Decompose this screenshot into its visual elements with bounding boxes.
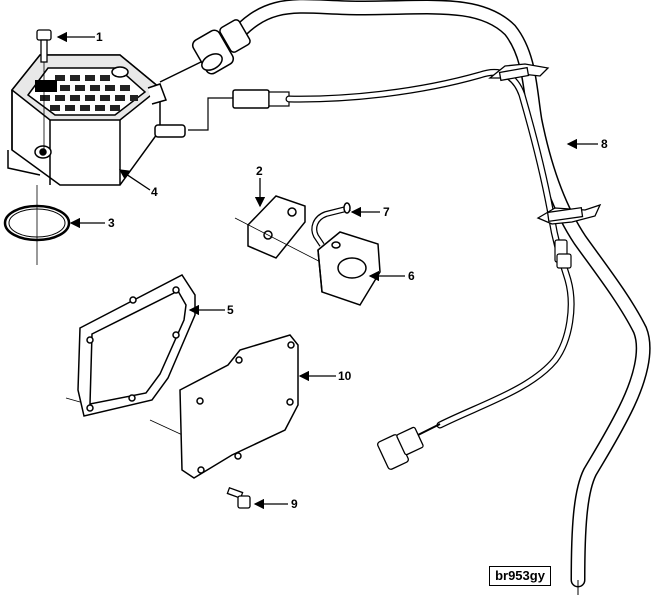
reference-code: br953gy — [489, 566, 551, 586]
callout-3: 3 — [108, 216, 115, 230]
hose-reducer — [191, 19, 251, 75]
callout-5: 5 — [227, 303, 234, 317]
callout-7: 7 — [383, 205, 390, 219]
callout-6: 6 — [408, 269, 415, 283]
callout-10: 10 — [338, 369, 352, 383]
callout-2: 2 — [256, 164, 263, 178]
small-fitting — [311, 202, 351, 247]
cover-plate — [179, 334, 299, 479]
bolt-bottom — [226, 486, 251, 509]
large-gasket — [65, 274, 216, 451]
hose-clamp-upper — [488, 63, 550, 82]
inline-fitting — [554, 239, 572, 269]
callout-9: 9 — [291, 497, 298, 511]
crankcase-breather — [7, 54, 186, 186]
callout-1: 1 — [96, 30, 103, 44]
vent-tube — [188, 68, 575, 429]
arrow-4 — [118, 169, 151, 191]
callout-8: 8 — [601, 137, 608, 151]
electrical-connector — [377, 423, 441, 470]
callout-arrows — [56, 31, 598, 510]
adapter-block — [317, 231, 381, 306]
callout-labels: 1 2 3 4 5 6 7 8 9 10 — [96, 30, 608, 511]
connector-hose — [159, 19, 251, 83]
callout-4: 4 — [151, 185, 158, 199]
o-ring — [3, 185, 71, 265]
hose-clamp-lower — [536, 203, 602, 225]
small-gasket — [234, 195, 341, 273]
breather-grid — [35, 75, 138, 111]
bolt-top — [36, 29, 52, 150]
